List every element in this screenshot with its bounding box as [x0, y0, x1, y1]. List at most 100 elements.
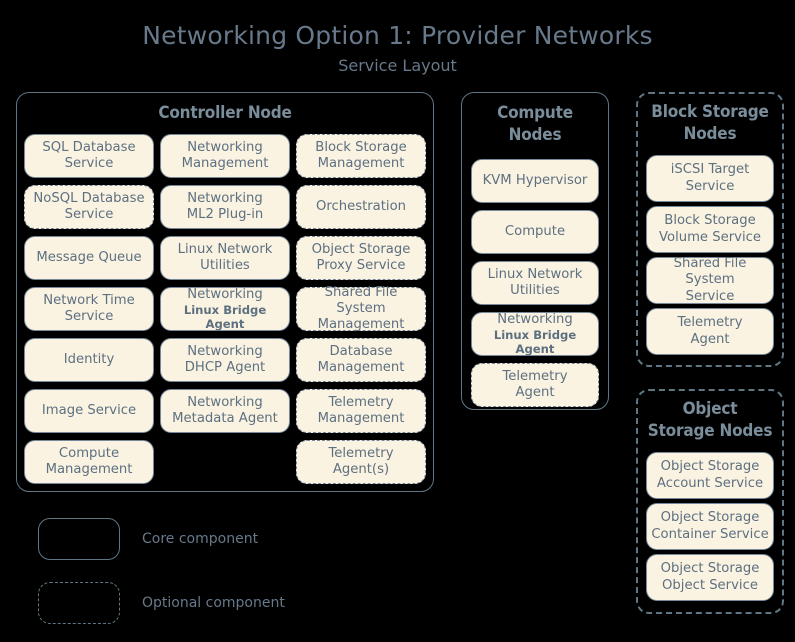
pill-line-1: Database	[329, 343, 393, 359]
pill-line-1: iSCSI Target	[670, 162, 750, 178]
pill-line-1: Linux Network	[177, 241, 273, 257]
pill-line-2: Linux Bridge Agent	[493, 327, 577, 357]
group-title-line-2: Storage Nodes	[647, 420, 773, 441]
pill-line-1: Object Storage	[660, 561, 760, 577]
pill-line-2: Service	[685, 178, 735, 194]
group-block-storage-nodes: Block Storage Nodes	[636, 92, 784, 367]
group-title-line-2: Nodes	[683, 123, 737, 144]
group-title-line-1: Object	[682, 399, 738, 419]
group-title-line-1: Compute	[497, 103, 573, 123]
pill-line-2: Proxy Service	[316, 258, 406, 273]
pill-line-1: Networking	[497, 311, 573, 327]
group-title-line-1: Block Storage	[651, 102, 769, 122]
pill-line-1: Object Storage	[660, 459, 760, 475]
pill-line-2: Linux Bridge Agent	[183, 302, 267, 332]
pill-line-2: Container Service	[651, 526, 769, 542]
pill-line-2: Management	[317, 411, 405, 426]
pill-line-2: Utilities	[200, 258, 250, 273]
pill-line-2: Agent	[515, 385, 555, 400]
pill-line-1: Shared File System	[324, 284, 398, 316]
pill-line-1: Networking	[187, 394, 263, 410]
pill-line-2: Management	[317, 317, 405, 333]
pill-line-1: Shared File System	[673, 256, 747, 288]
pill-line-1: Network Time	[43, 292, 135, 308]
legend-swatch-optional	[38, 582, 120, 624]
legend-row-core: Core component	[38, 518, 258, 560]
pill-line-2: Service	[64, 309, 114, 324]
pill-line-2: Service	[64, 156, 114, 171]
pill-line-2: Agent	[690, 331, 730, 347]
pill-line-1: Networking	[187, 190, 263, 206]
group-title-compute-nodes: Compute Nodes	[462, 103, 608, 147]
pill-line-2: Utilities	[510, 283, 560, 298]
component-message-queue[interactable]: Message Queue	[24, 236, 154, 280]
pill-line-1: Block Storage	[664, 213, 756, 229]
pill-line-1: Message Queue	[36, 249, 142, 265]
pill-line-2: Volume Service	[659, 229, 761, 245]
page-subtitle: Service Layout	[338, 55, 457, 75]
component-image-service[interactable]: Image Service	[24, 389, 154, 433]
component-identity[interactable]: Identity	[24, 338, 154, 382]
pill-line-1: Networking	[187, 286, 263, 302]
pill-line-1: Networking	[187, 343, 263, 359]
pill-line-2: DHCP Agent	[184, 360, 266, 375]
group-title-object-storage-nodes: Object Storage Nodes	[638, 399, 782, 443]
pill-line-1: Telemetry	[328, 394, 394, 410]
component-orchestration[interactable]: Orchestration	[296, 185, 426, 229]
pill-line-2: Management	[45, 462, 133, 477]
pill-line-1: Image Service	[41, 402, 137, 418]
group-title-block-storage-nodes: Block Storage Nodes	[638, 102, 782, 146]
pill-line-1: NoSQL Database	[33, 190, 145, 206]
pill-line-1: Networking	[187, 139, 263, 155]
page-title: Networking Option 1: Provider Networks	[142, 21, 653, 50]
pill-line-1: Orchestration	[315, 198, 407, 214]
pill-line-2: Metadata Agent	[172, 411, 278, 426]
title-block: Networking Option 1: Provider Networks S…	[0, 21, 795, 75]
pill-line-2: Service	[685, 288, 735, 304]
pill-line-1: Telemetry	[677, 315, 743, 331]
pill-line-1: Identity	[63, 351, 115, 367]
legend-swatch-core	[38, 518, 120, 560]
pill-line-2: Management	[317, 360, 405, 375]
component-kvm-hypervisor[interactable]: KVM Hypervisor	[471, 159, 599, 203]
pill-line-1: Telemetry	[502, 368, 568, 384]
pill-line-2: Management	[317, 156, 405, 171]
legend-row-optional: Optional component	[38, 582, 285, 624]
pill-line-1: Object Storage	[311, 241, 411, 257]
group-object-storage-nodes: Object Storage Nodes	[636, 389, 784, 614]
pill-line-1: Object Storage	[660, 510, 760, 526]
pill-line-2: Service	[64, 207, 114, 222]
pill-line-1: SQL Database	[42, 139, 136, 155]
component-compute[interactable]: Compute	[471, 210, 599, 254]
pill-line-2: Management	[181, 156, 269, 171]
legend-label-optional: Optional component	[142, 595, 285, 611]
pill-line-2: Agent(s)	[332, 462, 390, 477]
